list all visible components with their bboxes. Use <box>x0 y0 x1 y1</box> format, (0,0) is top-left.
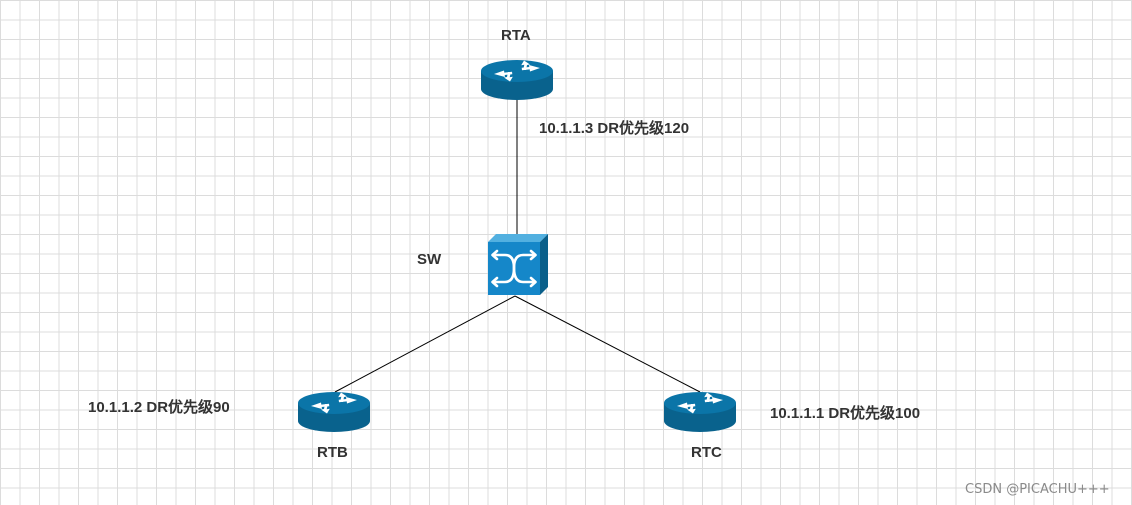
router-rta-label: RTA <box>501 27 531 44</box>
router-rtc-icon[interactable] <box>664 392 736 432</box>
watermark: CSDN @PICACHU+++ <box>965 482 1110 497</box>
router-rtc-note: 10.1.1.1 DR优先级100 <box>770 405 921 422</box>
router-rtc-label: RTC <box>691 444 722 461</box>
link-sw-rtc <box>514 295 701 393</box>
switch-sw-label: SW <box>417 251 442 268</box>
switch-sw-icon[interactable] <box>488 234 548 295</box>
router-rtb-icon[interactable] <box>298 392 370 432</box>
link-sw-rtb <box>334 295 516 393</box>
router-rtb-note: 10.1.1.2 DR优先级90 <box>88 399 230 416</box>
router-rtb-label: RTB <box>317 444 348 461</box>
router-rta-note: 10.1.1.3 DR优先级120 <box>539 120 690 137</box>
router-rta-icon[interactable] <box>481 60 553 100</box>
